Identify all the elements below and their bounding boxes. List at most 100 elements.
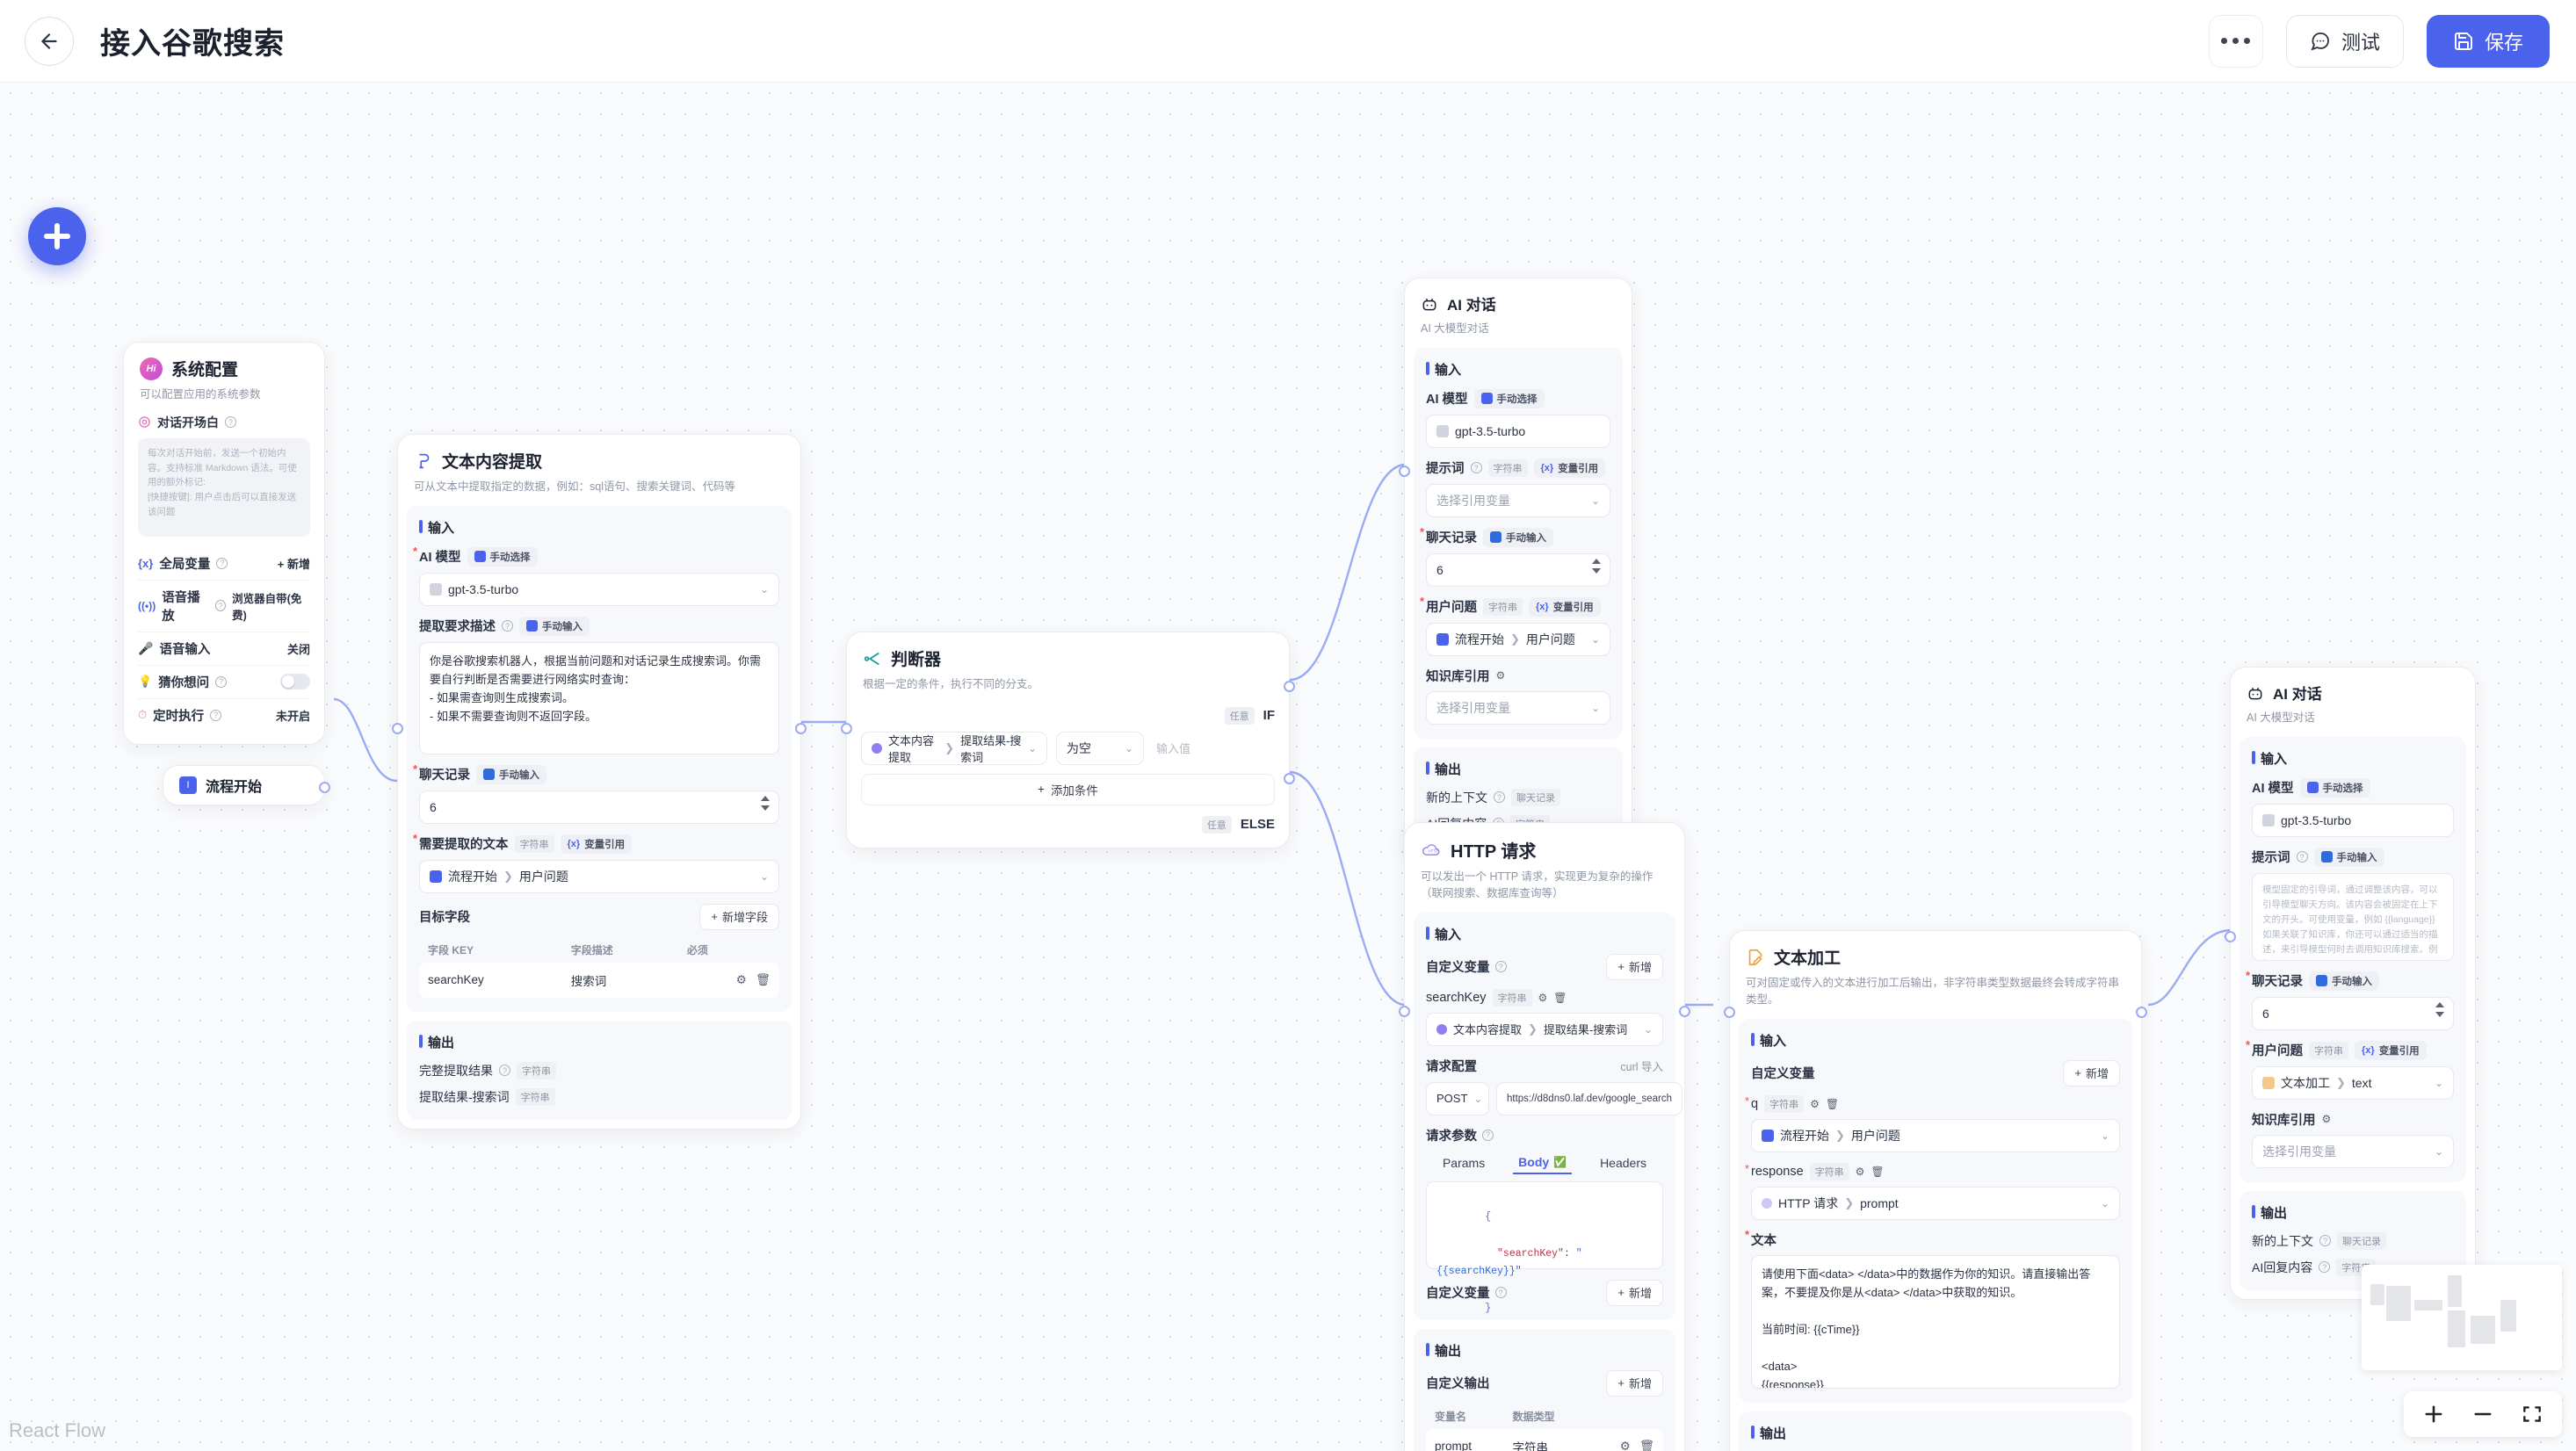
help-icon[interactable]: ? bbox=[1494, 961, 1507, 972]
add-output-button[interactable]: +新增 bbox=[1606, 1369, 1663, 1397]
help-icon[interactable]: ? bbox=[214, 600, 227, 612]
trash-icon[interactable]: 🗑 bbox=[1825, 1097, 1840, 1110]
trash-icon[interactable]: 🗑 bbox=[1639, 1439, 1654, 1451]
handle-target[interactable] bbox=[1399, 466, 1410, 477]
global-var-add[interactable]: + 新增 bbox=[277, 557, 310, 571]
help-icon[interactable]: ? bbox=[1494, 791, 1505, 804]
help-icon[interactable]: ? bbox=[499, 1065, 510, 1077]
sidebar-row-voice-input[interactable]: 🎤 语音输入 关闭 bbox=[138, 632, 310, 666]
number-stepper[interactable] bbox=[2435, 1001, 2444, 1017]
help-icon[interactable]: ? bbox=[225, 416, 236, 429]
help-icon[interactable]: ? bbox=[216, 557, 228, 569]
manual-input-chip[interactable]: 手动输入 bbox=[2313, 847, 2384, 867]
node-system-config[interactable]: Hi 系统配置 可以配置应用的系统参数 对话开场白 ? 每次对话开始前，发送一个… bbox=[123, 342, 325, 745]
handle-source[interactable] bbox=[319, 782, 330, 793]
trash-icon[interactable]: 🗑 bbox=[1870, 1165, 1885, 1178]
zoom-in-button[interactable] bbox=[2411, 1391, 2457, 1437]
gear-icon[interactable]: ⚙ bbox=[1538, 991, 1548, 1004]
handle-source[interactable] bbox=[1679, 1006, 1690, 1017]
searchkey-value-select[interactable]: 文本内容提取 ❯ 提取结果-搜索词 ⌄ bbox=[1426, 1012, 1663, 1046]
manual-select-chip[interactable]: 手动选择 bbox=[467, 546, 538, 567]
gear-icon[interactable]: ⚙ bbox=[1855, 1165, 1865, 1178]
back-button[interactable] bbox=[25, 16, 74, 66]
ai-model-select[interactable]: gpt-3.5-turbo bbox=[1426, 414, 1610, 448]
manual-input-chip[interactable]: 手动输入 bbox=[476, 764, 546, 784]
add-var-button-2[interactable]: +新增 bbox=[1606, 1279, 1663, 1306]
var-ref-chip[interactable]: {x} 变量引用 bbox=[1529, 596, 1601, 617]
chatlog-number-input[interactable]: 6 bbox=[2252, 996, 2454, 1030]
node-flow-start[interactable]: I 流程开始 bbox=[163, 765, 330, 805]
help-icon[interactable]: ? bbox=[1470, 462, 1482, 474]
node-text-process[interactable]: 文本加工 可对固定或传入的文本进行加工后输出，非字符串类型数据最终会转成字符串类… bbox=[1724, 930, 2147, 1451]
var-ref-chip[interactable]: {x} 变量引用 bbox=[1533, 458, 1606, 478]
gear-icon[interactable]: ⚙ bbox=[2321, 1113, 2332, 1126]
sidebar-row-schedule[interactable]: ⏱ 定时执行 ? 未开启 bbox=[138, 699, 310, 732]
trash-icon[interactable]: 🗑 bbox=[755, 972, 771, 986]
tab-body[interactable]: Body ✅ bbox=[1513, 1151, 1573, 1174]
ai-model-select[interactable]: gpt-3.5-turbo bbox=[2252, 803, 2454, 837]
curl-import-button[interactable]: curl 导入 bbox=[1620, 1060, 1663, 1073]
flow-canvas[interactable]: React Flow Hi 系统配置 可以配置应用的系统参数 对话开场白 ? bbox=[0, 83, 2576, 1451]
chatlog-number-input[interactable]: 6 bbox=[1426, 552, 1610, 587]
handle-target[interactable] bbox=[1399, 1006, 1410, 1017]
handle-source[interactable] bbox=[2136, 1007, 2147, 1018]
guess-question-toggle[interactable] bbox=[280, 674, 310, 690]
text-editor[interactable]: 请使用下面<data> </data>中的数据作为你的知识。请直接输出答案，不要… bbox=[1751, 1254, 2120, 1389]
add-condition-button[interactable]: +添加条件 bbox=[861, 773, 1275, 805]
add-var-button[interactable]: +新增 bbox=[2063, 1059, 2120, 1086]
node-ai-chat-top[interactable]: AI 对话 AI 大模型对话 输入 AI 模型 手动选择 gpt-3.5-tur… bbox=[1399, 278, 1632, 856]
prompt-var-select[interactable]: 选择引用变量 ⌄ bbox=[1426, 483, 1610, 517]
help-icon[interactable]: ? bbox=[1482, 1129, 1494, 1141]
add-node-button[interactable] bbox=[28, 207, 86, 265]
handle-source-else[interactable] bbox=[1284, 773, 1295, 784]
manual-input-chip[interactable]: 手动输入 bbox=[2309, 971, 2379, 991]
gear-icon[interactable]: ⚙ bbox=[1810, 1097, 1820, 1110]
kb-select[interactable]: 选择引用变量 ⌄ bbox=[2252, 1134, 2454, 1168]
handle-target[interactable] bbox=[392, 723, 403, 734]
help-icon[interactable]: ? bbox=[2319, 1261, 2331, 1274]
extract-prompt-textarea[interactable]: 你是谷歌搜索机器人，根据当前问题和对话记录生成搜索词。你需要自行判断是否需要进行… bbox=[419, 641, 779, 754]
table-row[interactable]: prompt 字符串 ⚙ 🗑 bbox=[1426, 1428, 1663, 1451]
chatlog-number-input[interactable]: 6 bbox=[419, 790, 779, 824]
prompt-textarea[interactable]: 模型固定的引导词，通过调整该内容，可以引导模型聊天方向。该内容会被固定在上下文的… bbox=[2252, 872, 2454, 961]
help-icon[interactable]: ? bbox=[2319, 1235, 2331, 1247]
help-icon[interactable]: ? bbox=[210, 709, 222, 721]
http-url-input[interactable]: https://d8dns0.laf.dev/google_search bbox=[1496, 1081, 1682, 1115]
number-stepper[interactable] bbox=[761, 795, 770, 811]
tab-headers[interactable]: Headers bbox=[1600, 1155, 1646, 1170]
zoom-out-button[interactable] bbox=[2460, 1391, 2506, 1437]
help-icon[interactable]: ? bbox=[1494, 1287, 1507, 1298]
ai-model-select[interactable]: gpt-3.5-turbo ⌄ bbox=[419, 572, 779, 606]
user-question-select[interactable]: 流程开始 ❯ 用户问题 ⌄ bbox=[1426, 622, 1610, 656]
source-text-select[interactable]: 流程开始 ❯ 用户问题 ⌄ bbox=[419, 859, 779, 893]
tab-params[interactable]: Params bbox=[1442, 1155, 1486, 1170]
help-icon[interactable]: ? bbox=[215, 675, 228, 688]
var-q-select[interactable]: 流程开始 ❯ 用户问题 ⌄ bbox=[1751, 1118, 2120, 1152]
node-text-extract[interactable]: 文本内容提取 可从文本中提取指定的数据，例如：sql语句、搜索关键词、代码等 输… bbox=[392, 434, 807, 1130]
gear-icon[interactable]: ⚙ bbox=[1619, 1439, 1631, 1451]
add-field-button[interactable]: + 新增字段 bbox=[699, 903, 779, 930]
condition-value-input[interactable]: 输入值 bbox=[1156, 742, 1191, 756]
handle-target[interactable] bbox=[841, 723, 852, 734]
help-icon[interactable]: ? bbox=[2296, 851, 2308, 863]
more-options-button[interactable] bbox=[2208, 14, 2263, 68]
minimap[interactable] bbox=[2362, 1265, 2562, 1370]
var-ref-chip[interactable]: {x} 变量引用 bbox=[2355, 1040, 2427, 1060]
gear-icon[interactable]: ⚙ bbox=[1495, 669, 1506, 682]
kb-select[interactable]: 选择引用变量 ⌄ bbox=[1426, 690, 1610, 725]
user-question-select[interactable]: 文本加工 ❯ text ⌄ bbox=[2252, 1065, 2454, 1100]
node-ai-chat-right[interactable]: AI 对话 AI 大模型对话 输入 AI 模型 手动选择 gpt-3.5-tur… bbox=[2225, 667, 2476, 1300]
handle-source[interactable] bbox=[795, 723, 807, 734]
var-response-select[interactable]: HTTP 请求 ❯ prompt ⌄ bbox=[1751, 1186, 2120, 1220]
manual-select-chip[interactable]: 手动选择 bbox=[1473, 388, 1545, 408]
sidebar-row-global-var[interactable]: {x} 全局变量 ? + 新增 bbox=[138, 547, 310, 581]
handle-source-if[interactable] bbox=[1284, 681, 1295, 692]
manual-select-chip[interactable]: 手动选择 bbox=[2299, 777, 2370, 798]
sidebar-row-voice-play[interactable]: ((•)) 语音播放 ? 浏览器自带(免费) bbox=[138, 581, 310, 632]
help-icon[interactable]: ? bbox=[502, 620, 513, 632]
test-button[interactable]: 测试 bbox=[2285, 14, 2404, 68]
condition-variable-select[interactable]: 文本内容提取 ❯ 提取结果-搜索词 ⌄ bbox=[861, 731, 1047, 765]
handle-target[interactable] bbox=[2225, 931, 2236, 942]
add-var-button[interactable]: +新增 bbox=[1606, 953, 1663, 980]
fit-view-button[interactable] bbox=[2509, 1391, 2555, 1437]
